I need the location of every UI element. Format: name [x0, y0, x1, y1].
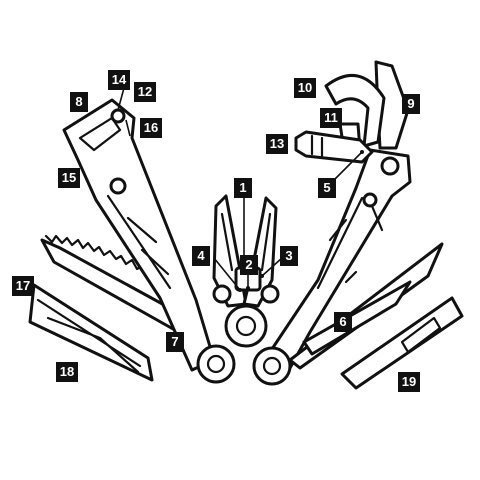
callout-badge-14: 14 [108, 70, 130, 90]
callout-badge-12: 12 [134, 82, 156, 102]
callout-badge-8: 8 [70, 92, 88, 112]
second-blade [302, 280, 412, 356]
callout-badge-16: 16 [140, 118, 162, 138]
callout-badge-5: 5 [318, 178, 336, 198]
bit-holder [340, 296, 464, 390]
screwdriver-bit [294, 130, 374, 164]
right-handle [264, 148, 412, 370]
callout-badge-7: 7 [166, 332, 184, 352]
callout-badge-9: 9 [402, 94, 420, 114]
callout-badge-19: 19 [398, 372, 420, 392]
callout-badge-11: 11 [320, 108, 342, 128]
callout-badge-1: 1 [234, 178, 252, 198]
callout-badge-18: 18 [56, 362, 78, 382]
hook-tool [324, 74, 386, 148]
callout-badge-2: 2 [240, 255, 258, 275]
callout-badge-4: 4 [192, 246, 210, 266]
callout-badge-13: 13 [266, 134, 288, 154]
callout-badge-3: 3 [280, 246, 298, 266]
callout-badge-15: 15 [58, 168, 80, 188]
pivot-assembly [196, 304, 292, 386]
pliers-jaws [212, 194, 280, 308]
callout-badge-10: 10 [294, 78, 316, 98]
callout-badge-6: 6 [334, 312, 352, 332]
callout-badge-17: 17 [12, 276, 34, 296]
file-part [28, 283, 154, 382]
